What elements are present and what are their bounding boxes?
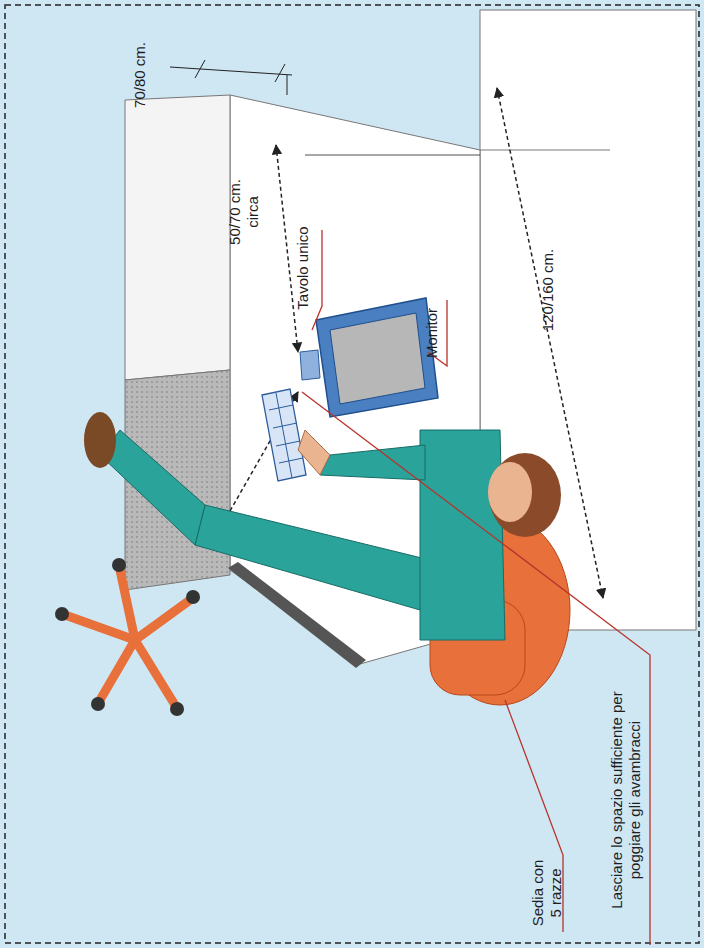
part-label: Sedia con 5 razze bbox=[528, 856, 564, 931]
part-label: Tavolo unico bbox=[294, 226, 312, 309]
keyboard bbox=[262, 389, 306, 481]
monitor bbox=[300, 298, 438, 417]
note-label: Lasciare lo spazio sufficiente per poggi… bbox=[608, 680, 644, 920]
desk bbox=[125, 10, 696, 668]
person bbox=[84, 412, 561, 640]
dimension-label: 50/70 cm. circa bbox=[225, 175, 261, 250]
dashed-frame bbox=[5, 5, 699, 943]
dimension-label: 70/80 cm. bbox=[131, 42, 149, 108]
dimension-label: 120/160 cm. bbox=[539, 249, 557, 332]
part-label: Monitor bbox=[423, 308, 441, 358]
leader-lines bbox=[302, 230, 650, 945]
